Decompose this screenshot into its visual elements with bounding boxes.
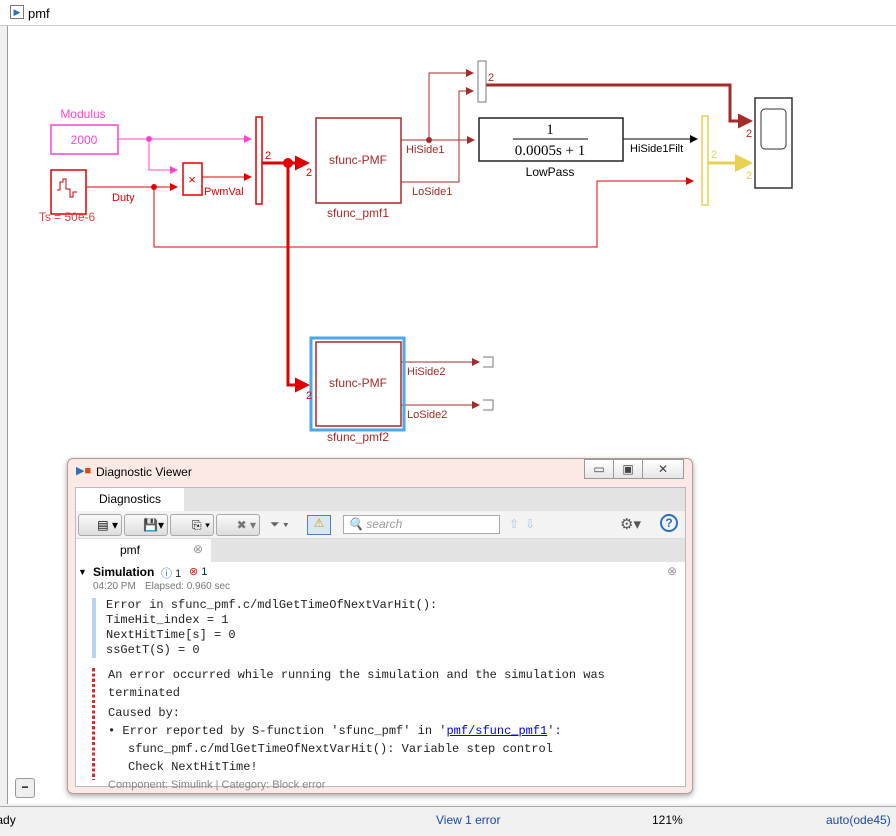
- mux1-block: [255, 116, 263, 205]
- wire-modulus-branch: [148, 139, 178, 174]
- sfunc-pmf1-block: [315, 117, 402, 204]
- sfunc-pmf2-name: sfunc_pmf2: [327, 430, 389, 444]
- wire-bus-branch: [286, 163, 310, 393]
- message-elapsed: Elapsed: 0.960 sec: [145, 581, 231, 592]
- loside1-label: LoSide1: [412, 186, 452, 198]
- collapse-button[interactable]: −: [15, 778, 35, 798]
- search-input[interactable]: 🔍 search: [343, 515, 500, 534]
- model-icon: ▶: [10, 5, 24, 19]
- search-placeholder: search: [366, 517, 403, 531]
- modulus-block: [50, 124, 119, 155]
- hiside2-label: HiSide2: [407, 366, 446, 378]
- mux3-block: [701, 115, 709, 206]
- scope-icon: [760, 108, 787, 150]
- product-icon: ×: [188, 172, 196, 187]
- width-label: 2: [306, 390, 312, 402]
- error-count: 1: [201, 566, 208, 578]
- info-count: 1: [175, 568, 182, 580]
- modulus-value: 2000: [71, 133, 98, 147]
- wire-duty-branch: [153, 177, 694, 248]
- error-message: An error occurred while running the simu…: [92, 666, 672, 791]
- dialog-title: Diagnostic Viewer: [96, 465, 192, 479]
- section-title: Simulation: [93, 565, 155, 579]
- info-icon: ⓘ 1: [161, 568, 182, 580]
- warnings-toggle[interactable]: ⚠: [307, 515, 331, 535]
- diagnostic-viewer-icon: ▶■: [76, 465, 92, 477]
- close-tab-icon[interactable]: ⊗: [193, 542, 204, 556]
- save-button[interactable]: 💾▾: [124, 514, 168, 536]
- width-label: 2: [746, 128, 752, 140]
- pulse-icon: [57, 178, 77, 198]
- maximize-button[interactable]: ▣: [613, 459, 643, 479]
- status-ready: Ready: [0, 813, 16, 827]
- wire-hiside1-branch: [428, 69, 474, 140]
- sfunc-pmf1-name: sfunc_pmf1: [327, 206, 389, 220]
- dismiss-icon[interactable]: ⊗: [667, 564, 678, 578]
- sfunc-pmf2-text: sfunc-PMF: [329, 376, 387, 390]
- window-title: pmf: [28, 6, 50, 21]
- pulse-block: [50, 169, 87, 215]
- info-message: Error in sfunc_pmf.c/mdlGetTimeOfNextVar…: [92, 598, 672, 658]
- width-label: 2: [711, 149, 717, 161]
- clear-button[interactable]: ✖ ▾: [216, 514, 260, 536]
- help-icon[interactable]: ?: [660, 514, 678, 532]
- pwmval-label: PwmVal: [204, 186, 244, 198]
- hiside1filt-label: HiSide1Filt: [630, 143, 683, 155]
- zoom-level: 121%: [652, 813, 683, 827]
- wire-loside1: [401, 87, 474, 183]
- title-bar: ▶ pmf: [0, 0, 896, 26]
- copy-button[interactable]: ⎘ ▾: [170, 514, 214, 536]
- toolbar: ▤ ▾ 💾▾ ⎘ ▾ ✖ ▾ ⏷ ▾ ⚠ 🔍 search ⇧ ⇩ ⚙▾ ?: [76, 511, 685, 539]
- junction: [283, 158, 293, 168]
- pulse-label: Ts = 50e-6: [39, 210, 96, 224]
- view-errors-link[interactable]: View 1 error: [436, 813, 501, 827]
- lowpass-name: LowPass: [526, 165, 575, 179]
- junction: [146, 136, 152, 142]
- duty-label: Duty: [112, 192, 135, 204]
- tab-diagnostics[interactable]: Diagnostics: [76, 488, 184, 511]
- loside2-label: LoSide2: [407, 409, 447, 421]
- gear-icon[interactable]: ⚙▾: [620, 516, 641, 533]
- message-time: 04:20 PM: [93, 581, 136, 592]
- terminator-1: [483, 356, 494, 368]
- message-pane: ▼ Simulation ⓘ 1 ⊗ 1 ⊗ 04:20 PM Elapsed:…: [76, 562, 685, 791]
- junction: [426, 137, 432, 143]
- lowpass-numerator: 1: [546, 122, 554, 138]
- minimize-button[interactable]: ▭: [584, 459, 614, 479]
- modulus-label: Modulus: [60, 107, 105, 121]
- error-icon: ⊗ 1: [189, 566, 208, 578]
- error-footer: Component: Simulink | Category: Block er…: [108, 779, 326, 791]
- width-label: 2: [746, 170, 752, 182]
- width-label: 2: [306, 167, 312, 179]
- lowpass-denominator: 0.0005s + 1: [515, 143, 586, 159]
- status-bar: Ready View 1 error 121% auto(ode45): [0, 806, 896, 830]
- product-block: [182, 162, 203, 196]
- report-view-button[interactable]: ▤ ▾: [78, 514, 122, 536]
- tab-pmf[interactable]: pmf ⊗: [76, 539, 211, 562]
- diagnostic-viewer-window: ▶■ Diagnostic Viewer ▭ ▣ ✕ Diagnostics ▤…: [67, 458, 693, 794]
- wire-mux2-out: [486, 83, 753, 129]
- solver[interactable]: auto(ode45): [826, 813, 891, 827]
- close-button[interactable]: ✕: [642, 459, 684, 479]
- width-label: 2: [265, 150, 271, 162]
- next-arrow-icon[interactable]: ⇩: [525, 517, 536, 531]
- block-link[interactable]: pmf/sfunc_pmf1: [446, 724, 548, 738]
- previous-arrow-icon[interactable]: ⇧: [509, 517, 520, 531]
- collapse-triangle-icon[interactable]: ▼: [78, 567, 87, 577]
- sfunc-pmf2-block: [315, 341, 402, 427]
- terminator-2: [483, 399, 494, 411]
- mux2-block: [477, 60, 487, 103]
- tab-pmf-label: pmf: [120, 543, 141, 557]
- filter-icon[interactable]: ⏷ ▾: [270, 517, 289, 531]
- junction: [151, 184, 157, 190]
- width-label: 2: [488, 72, 494, 84]
- sfunc-pmf2-selection: [309, 336, 406, 432]
- sfunc-pmf1-text: sfunc-PMF: [329, 153, 387, 167]
- hiside1-label: HiSide1: [406, 144, 445, 156]
